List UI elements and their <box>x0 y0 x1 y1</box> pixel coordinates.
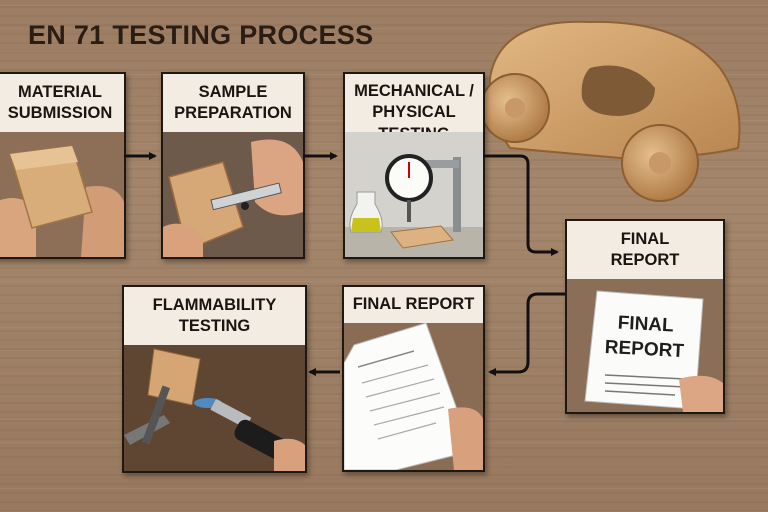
page-title: EN 71 TESTING PROCESS <box>28 20 374 50</box>
step-card-flammability-testing: FLAMMABILITY TESTING <box>122 285 307 473</box>
step-label: FLAMMABILITY TESTING <box>152 295 277 335</box>
final-report-photo <box>567 279 723 412</box>
step-card-final-report-bottom: FINAL REPORT <box>342 285 485 472</box>
report-document-photo <box>344 323 483 470</box>
dial-gauge-photo <box>345 132 483 257</box>
material-photo <box>0 132 124 257</box>
flammability-photo <box>124 345 305 471</box>
arrow-4-to-5 <box>488 292 565 376</box>
report-paper-text: FINAL REPORT <box>604 312 685 362</box>
step-label: SAMPLE PREPARATION <box>174 82 292 122</box>
sample-cutting-photo <box>163 132 303 257</box>
step-label: FINAL REPORT <box>352 295 475 314</box>
step-label: FINAL REPORT <box>610 229 680 269</box>
step-card-sample-preparation: SAMPLE PREPARATION <box>161 72 305 259</box>
step-label: MATERIAL SUBMISSION <box>7 82 113 122</box>
step-card-mechanical-physical-testing: MECHANICAL / PHYSICAL TESTING <box>343 72 485 259</box>
step-card-final-report-top: FINAL REPORT FINAL REPORT <box>565 219 725 414</box>
step-card-material-submission: MATERIAL SUBMISSION <box>0 72 126 259</box>
wooden-toy-car-image <box>480 20 741 202</box>
